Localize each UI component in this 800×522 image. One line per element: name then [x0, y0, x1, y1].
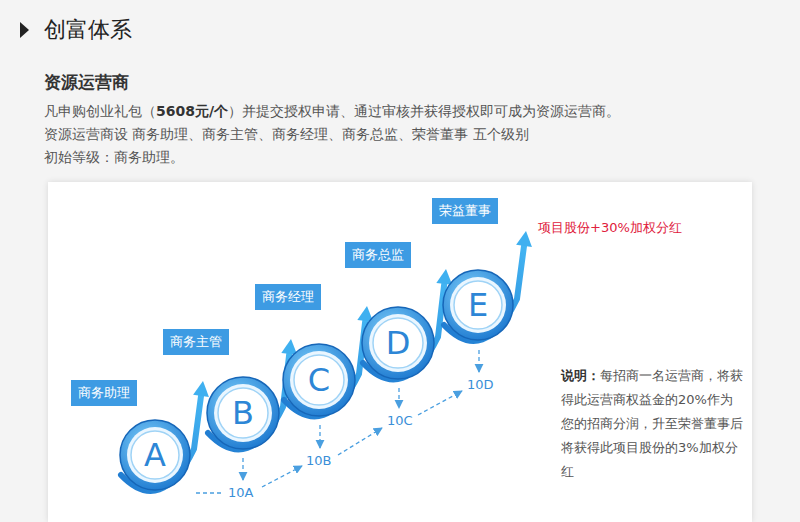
title-marker — [20, 22, 29, 38]
label-text: 5608元/个 — [156, 103, 228, 119]
swirl-arrow — [208, 354, 289, 450]
label-text: 每招商一名运营商，将获得此运营商权益金的20%作为您的招商分润，升至荣誉董事后将… — [561, 368, 743, 479]
node-text: 商务助理 — [78, 385, 130, 400]
label-text: ）并提交授权申请、通过审核并获得授权即可成为资源运营商。 — [228, 103, 620, 119]
label-text: 初始等级：商务助理。 — [44, 149, 184, 165]
text-line: 10A — [228, 485, 253, 500]
level-circle: C — [282, 343, 356, 417]
page-title: 创富体系 — [44, 16, 132, 44]
node-text: C — [308, 361, 330, 399]
level-circle: B — [206, 376, 280, 450]
arrow-head — [193, 381, 209, 397]
arrow-head — [436, 269, 452, 285]
text-line: 说明：每招商一名运营商，将获得此运营商权益金的20%作为您的招商分润，升至荣誉董… — [561, 364, 745, 484]
node-text: E — [468, 286, 488, 324]
node-text: B — [232, 394, 254, 432]
step-value: 10C — [387, 413, 413, 428]
text-line: 凡申购创业礼包（5608元/个）并提交授权申请、通过审核并获得授权即可成为资源运… — [44, 100, 620, 122]
text-line: 10C — [387, 413, 413, 428]
text-line: 资源运营商设 商务助理、商务主管、商务经理、商务总监、荣誉董事 五个级别 — [44, 123, 529, 145]
text-line: 10D — [467, 377, 494, 392]
node-text: D — [386, 324, 411, 362]
node-text: 商务总监 — [352, 247, 404, 262]
label-text: 凡申购创业礼包（ — [44, 103, 156, 119]
level-box: 商务主管 — [163, 329, 229, 355]
step-value: 10A — [228, 485, 253, 500]
level-box: 商务经理 — [255, 284, 321, 310]
swirl-arrow — [121, 396, 201, 491]
level-circle: E — [442, 269, 514, 341]
swirl-arrow — [444, 246, 524, 341]
node-text: 商务经理 — [262, 289, 314, 304]
text-line: 初始等级：商务助理。 — [44, 146, 184, 168]
swirl-arrow — [363, 284, 444, 380]
label-text: 说明： — [561, 368, 600, 383]
text-line: 项目股份+30%加权分红 — [538, 219, 682, 237]
node-text: 商务主管 — [170, 334, 222, 349]
text-line: 10B — [306, 453, 331, 468]
node-text: 荣益董事 — [439, 203, 491, 218]
swirl-arrow — [284, 321, 365, 417]
text-line: 资源运营商 — [44, 70, 129, 94]
node-text: A — [144, 436, 166, 474]
label-text: 资源运营商设 商务助理、商务主管、商务经理、商务总监、荣誉董事 五个级别 — [44, 126, 529, 142]
level-circle: D — [361, 306, 435, 380]
reward-note: 项目股份+30%加权分红 — [538, 220, 682, 235]
level-box: 荣益董事 — [432, 198, 498, 224]
step-value: 10D — [467, 377, 494, 392]
arrow-head — [516, 231, 532, 247]
level-box: 商务助理 — [71, 380, 137, 406]
level-circle: A — [119, 419, 191, 491]
level-box: 商务总监 — [345, 242, 411, 268]
step-value: 10B — [306, 453, 331, 468]
label-text: 资源运营商 — [44, 72, 129, 92]
dashed-steps — [196, 350, 479, 493]
